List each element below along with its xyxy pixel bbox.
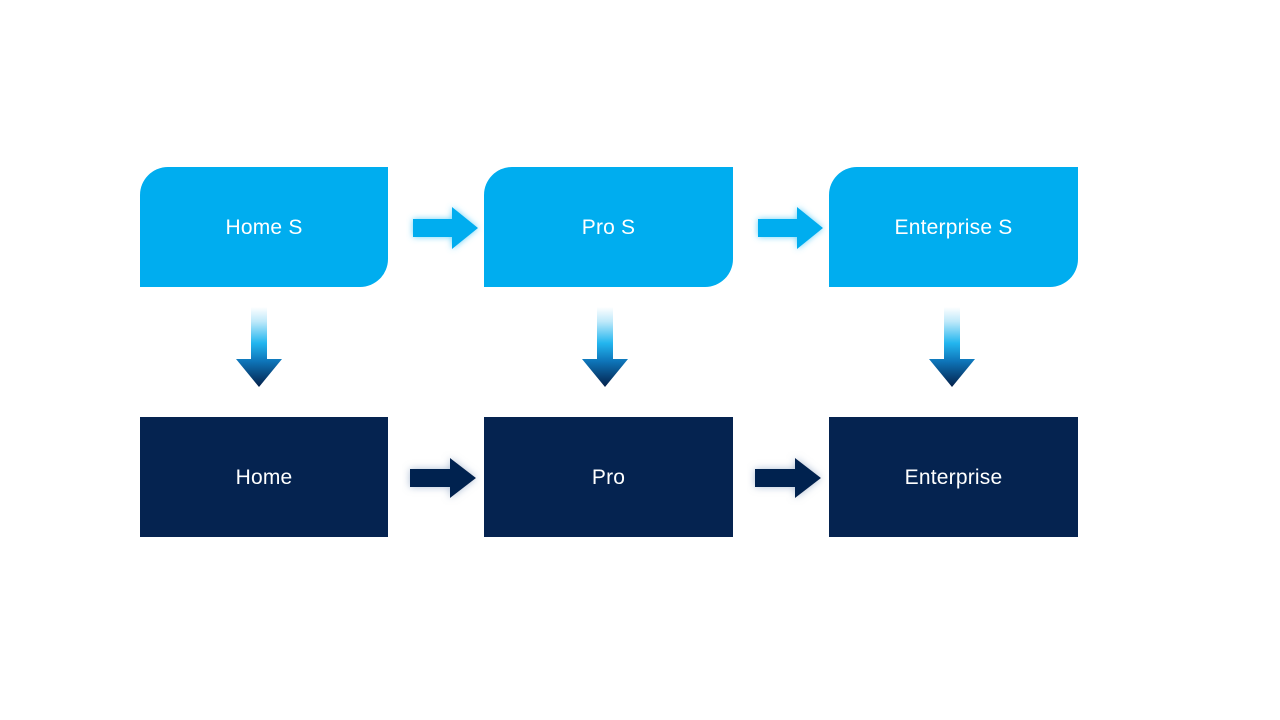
arrow-pro-s-to-pro <box>578 307 632 391</box>
arrow-right-icon <box>410 458 476 498</box>
node-label: Pro S <box>581 215 636 239</box>
arrow-home-s-to-pro-s <box>406 199 484 257</box>
node-label: Enterprise S <box>894 215 1013 239</box>
arrow-home-to-pro <box>402 451 482 505</box>
arrow-right-icon <box>755 458 821 498</box>
arrow-down-icon <box>929 307 975 387</box>
node-home-s[interactable]: Home S <box>140 167 388 287</box>
node-enterprise-s[interactable]: Enterprise S <box>829 167 1078 287</box>
node-pro[interactable]: Pro <box>484 417 733 537</box>
arrow-pro-to-enterprise <box>747 451 827 505</box>
arrow-home-s-to-home <box>232 307 286 391</box>
node-label: Pro <box>591 465 626 489</box>
arrow-right-icon <box>758 207 823 249</box>
node-label: Home <box>235 465 293 489</box>
arrow-down-icon <box>236 307 282 387</box>
arrow-pro-s-to-enterprise-s <box>751 199 829 257</box>
arrow-enterprise-s-to-enterprise <box>925 307 979 391</box>
node-label: Enterprise <box>904 465 1003 489</box>
node-pro-s[interactable]: Pro S <box>484 167 733 287</box>
arrow-down-icon <box>582 307 628 387</box>
node-label: Home S <box>225 215 303 239</box>
node-enterprise[interactable]: Enterprise <box>829 417 1078 537</box>
arrow-right-icon <box>413 207 478 249</box>
node-home[interactable]: Home <box>140 417 388 537</box>
